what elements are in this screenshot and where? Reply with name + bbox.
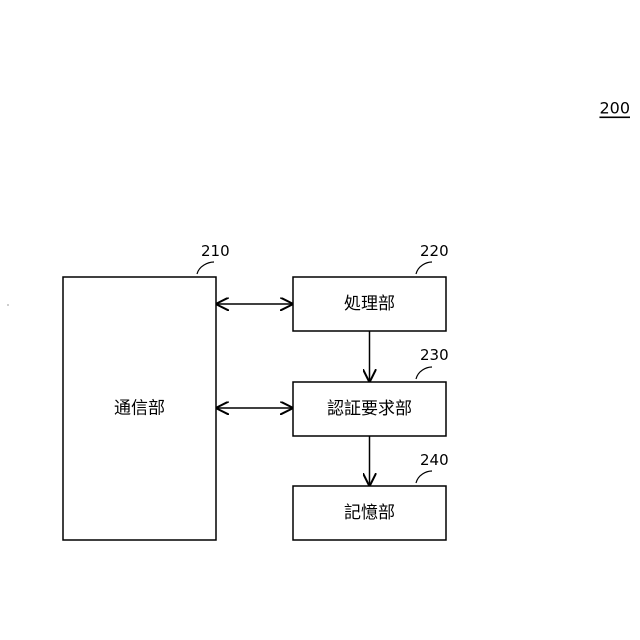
auth-request-ref-number: 230 — [420, 346, 449, 364]
storage-ref-leader — [416, 471, 432, 483]
communication-ref-leader — [197, 262, 214, 274]
communication-block-label: 通信部 — [114, 399, 165, 419]
processing-ref-number: 220 — [420, 242, 449, 260]
figure-number: 200 — [599, 99, 630, 118]
processing-ref-leader — [416, 262, 432, 274]
auth-request-block-label: 認証要求部 — [327, 399, 412, 419]
communication-ref-number: 210 — [201, 242, 230, 260]
storage-ref-number: 240 — [420, 451, 449, 469]
processing-block-label: 処理部 — [344, 294, 395, 314]
auth-request-ref-leader — [416, 367, 432, 379]
scan-dot — [7, 304, 8, 305]
storage-block-label: 記憶部 — [344, 503, 395, 523]
